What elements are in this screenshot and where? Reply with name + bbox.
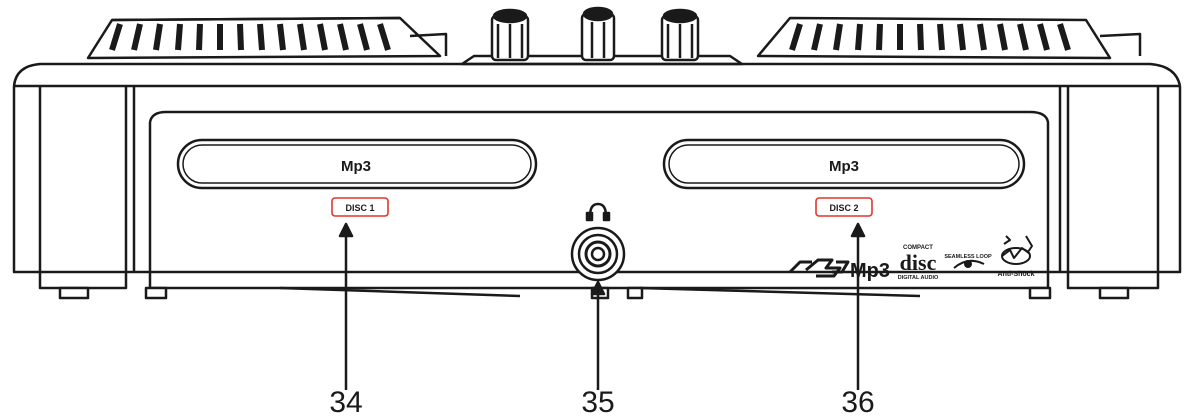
left-disc-slot[interactable] (176, 138, 538, 190)
callout-number-36: 36 (841, 386, 874, 416)
right-slot-label: Mp3 (829, 158, 859, 175)
callout-line-34 (338, 222, 354, 390)
left-slot-label: Mp3 (341, 158, 371, 175)
main-body (12, 62, 1182, 300)
left-jog-ridges (109, 23, 391, 51)
right-jog-ridges (789, 23, 1071, 51)
knob-right (660, 8, 700, 62)
right-jog-wheel (756, 16, 1142, 60)
disc-2-label-box (815, 197, 873, 217)
usb-logo (788, 258, 850, 278)
compact-disc-logo-top: COMPACT (903, 245, 933, 251)
left-jog-wheel (86, 16, 448, 60)
headphone-icon (585, 202, 611, 222)
anti-shock-label: Anti-Shock (998, 271, 1035, 278)
callout-line-36 (850, 222, 866, 390)
callout-line-35 (590, 280, 606, 390)
callout-lines (338, 222, 866, 390)
seamless-loop-label: SEAMLESS LOOP (944, 254, 992, 260)
anti-shock-icon (1001, 235, 1033, 265)
disc-1-label: DISC 1 (345, 203, 374, 213)
knob-center (580, 6, 616, 62)
mp3-logo: Mp3 (850, 260, 890, 282)
center-knobs (460, 6, 744, 66)
right-disc-slot[interactable] (662, 138, 1026, 190)
compact-disc-logo-main: disc (900, 250, 937, 275)
headphone-jack[interactable] (570, 226, 626, 282)
knob-left (490, 8, 530, 62)
callout-number-34: 34 (329, 386, 362, 416)
seamless-loop-icon (953, 259, 985, 269)
callout-number-35: 35 (581, 386, 614, 416)
compact-disc-logo-bottom: DIGITAL AUDIO (898, 275, 939, 281)
disc-1-label-box (331, 197, 389, 217)
disc-2-label: DISC 2 (829, 203, 858, 213)
